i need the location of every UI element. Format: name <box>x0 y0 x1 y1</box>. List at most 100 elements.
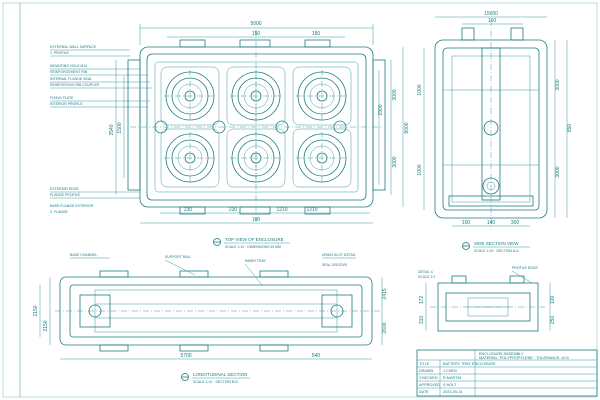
note-label: INTERNAL FLANGE SEAL <box>50 77 92 81</box>
side-view-tab <box>461 27 475 41</box>
leader-line <box>511 270 533 284</box>
section-view-tab <box>179 344 209 352</box>
title-block-row-label: APPROVED <box>419 383 440 387</box>
top-view-tab <box>304 206 331 215</box>
top-view-notes: EXTERNAL WALL SURFACE 1. PROFILE MOUNTIN… <box>50 45 152 214</box>
title-block-row-value: R.MARTIN <box>443 376 462 380</box>
cell-pocket <box>226 128 286 188</box>
section-view-boss <box>330 304 344 318</box>
section-view-dim-bottom: 540 <box>312 353 321 359</box>
top-view-cells <box>160 66 352 188</box>
section-view-dim-bottom: 5700 <box>180 353 191 359</box>
cell-pocket <box>292 128 352 188</box>
cell-pocket <box>226 66 286 126</box>
section-view-tab <box>179 270 209 278</box>
connector-boss <box>275 120 289 134</box>
note-label: 1. PROFILE <box>50 51 70 55</box>
top-view-dim-top: 150 <box>252 31 261 37</box>
top-view-tab <box>179 39 206 48</box>
note-label: EXTERNAL WALL SURFACE <box>50 45 97 49</box>
leader-line <box>164 259 196 276</box>
side-view-dim-bottom: 100 <box>462 220 471 226</box>
title-block-row-label: TITLE <box>419 362 430 366</box>
side-view-title: SIDE SECTION VIEW <box>474 241 519 246</box>
section-view-dim-right: 2415 <box>382 288 388 299</box>
side-view-dim-left: 1000 <box>417 164 423 175</box>
note-label: PROFILE EDGE <box>512 266 539 270</box>
top-view-dim-bottom: 230 <box>229 207 238 213</box>
top-view-dim-overall-width: 5000 <box>250 21 261 27</box>
note-label: BASE CHANNEL <box>70 253 97 257</box>
section-view-dim-left: 2150 <box>33 305 39 316</box>
note-label: FIXING PLATE <box>50 96 74 100</box>
top-view-dim-right: 3000 <box>392 89 398 100</box>
note-label: BASE FLANGE EXTERIOR <box>50 204 94 208</box>
title-block-frame <box>416 349 598 397</box>
note-label: REINFORCEMENT RIB <box>50 70 88 74</box>
section-view-dim-left: 2150 <box>43 320 49 331</box>
title-block-row-value: J.CHEN <box>443 369 457 373</box>
note-label: SCALE 2:1 <box>418 275 435 279</box>
side-view-dim-bottom: 140 <box>487 220 496 226</box>
detail-view-dim: 172 <box>419 296 425 305</box>
note-label: SEAL GROOVE <box>322 263 348 267</box>
section-view-subtitle: SCALE 1:10 · SECTION B-B <box>193 380 238 384</box>
note-label: 2. FLANGE <box>50 210 69 214</box>
detail-view-tab <box>451 275 467 284</box>
note-label: INTERIOR PROFILE <box>50 102 83 106</box>
top-view-dim-bottom: 1210 <box>276 207 287 213</box>
note-label: DRAIN SLOT DETAIL <box>322 253 356 257</box>
section-view-tab <box>99 270 129 278</box>
top-view-dim-bottom: 1210 <box>306 207 317 213</box>
title-block-header: MATERIAL: POLYPROPYLENE · TOLERANCE: ±0.… <box>479 356 569 360</box>
section-view-dim-right: 2600 <box>382 322 388 333</box>
note-label: EXTERIOR EDGE <box>50 187 79 191</box>
note-label: REINFORCING RIB COUPLER <box>50 83 100 87</box>
side-view: 15000 160 3000 3000 850 1000 1000 100 14… <box>417 11 573 253</box>
top-view-dim-right: 1500 <box>378 104 384 115</box>
title-block-row-value: S.HOLT <box>443 383 457 387</box>
section-view: BASE CHANNEL SUPPORT RAIL INNER TRAY DRA… <box>33 253 388 384</box>
side-view-dim-top: 160 <box>488 18 497 24</box>
top-view-dim-top: 150 <box>312 31 321 37</box>
connector-boss <box>154 120 168 134</box>
section-view-tab <box>99 344 129 352</box>
top-view-subtitle: SCALE 1:10 · DIMENSIONS IN MM <box>225 245 281 249</box>
title-block: ENCLOSURE ASSEMBLY MATERIAL: POLYPROPYLE… <box>416 349 598 397</box>
detail-view: DETAIL C SCALE 2:1 PROFILE EDGE 172 310 … <box>418 266 556 332</box>
cell-pocket <box>160 66 220 126</box>
section-view-end-block <box>321 294 353 328</box>
section-view-end-block <box>79 294 111 328</box>
top-view-dim-left: 3540 <box>109 124 115 135</box>
cell-pocket <box>292 66 352 126</box>
connector-boss <box>212 120 226 134</box>
cell-pocket <box>160 128 220 188</box>
side-view-dim-right: 850 <box>567 124 573 133</box>
note-label: SUPPORT RAIL <box>165 255 191 259</box>
top-view-tab <box>239 39 271 48</box>
side-view-dim-right: 3000 <box>555 79 561 90</box>
title-block-row-value: BATTERY TRAY ENCLOSURE <box>443 362 496 366</box>
section-view-outer-outline <box>59 276 373 346</box>
side-view-dim-right: 3000 <box>555 166 561 177</box>
section-view-tab <box>259 270 289 278</box>
top-view-left-flange <box>127 59 141 191</box>
section-view-tray <box>94 289 338 333</box>
note-label: FLANGE PROFILE <box>50 193 81 197</box>
note-label: MOUNTING HOLE Ø10 <box>50 64 87 68</box>
section-view-title: LONGITUDINAL SECTION <box>193 372 247 377</box>
side-view-dim-bottom: 300 <box>511 220 520 226</box>
top-view-dim-bottom: 230 <box>184 207 193 213</box>
detail-view-dim: 100 <box>550 296 556 305</box>
title-block-header: ENCLOSURE ASSEMBLY <box>479 352 524 356</box>
title-block-row-label: DRAWN <box>419 369 433 373</box>
title-block-row-value: 2023-05-14 <box>443 390 462 394</box>
note-label: DETAIL C <box>418 270 434 274</box>
leader-line <box>244 263 263 286</box>
side-view-subtitle: SCALE 1:10 · SECTION A-A <box>474 249 519 253</box>
top-view-dim-right: 8000 <box>404 122 410 133</box>
top-view-title: TOP VIEW OF ENCLOSURE <box>225 237 284 242</box>
side-view-tab <box>510 27 524 41</box>
